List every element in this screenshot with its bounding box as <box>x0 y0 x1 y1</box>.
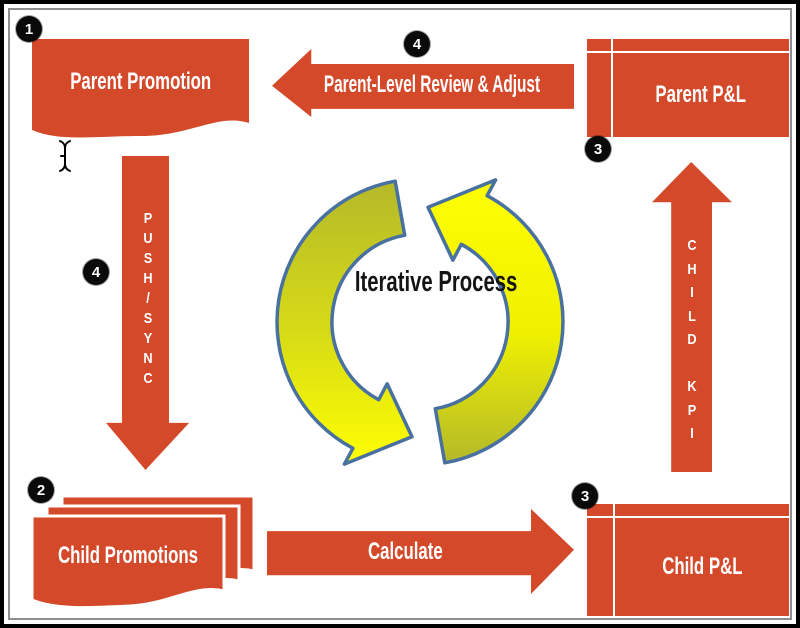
step-badge-2: 2 <box>28 477 54 503</box>
parent-promotion-shape <box>32 39 249 138</box>
child-kpi-label: C H I L D K P I <box>687 237 697 442</box>
cycle-arc-left <box>275 179 414 466</box>
step-badge-3-parent: 3 <box>585 136 611 162</box>
parent-pl-header-divider <box>587 51 789 53</box>
child-pl-node: Child P&L <box>587 504 789 616</box>
calculate-arrow: Calculate <box>267 509 574 594</box>
review-adjust-arrow: Parent-Level Review & Adjust <box>272 49 574 117</box>
text-cursor-ibeam-icon <box>59 140 71 172</box>
stacked-doc-front <box>32 514 226 610</box>
cycle-title: Iterative Process <box>334 265 538 298</box>
child-promotions-shape <box>32 494 256 610</box>
child-pl-column-divider <box>613 504 615 616</box>
child-promotions-node: Child Promotions <box>32 516 224 596</box>
push-sync-label: P U S H / S Y N C <box>143 210 153 387</box>
iterative-cycle-arrows <box>275 178 565 466</box>
child-promotions-label: Child Promotions <box>58 542 198 569</box>
parent-promotion-node: Parent Promotion <box>32 39 250 125</box>
review-adjust-label: Parent-Level Review & Adjust <box>323 71 540 98</box>
step-badge-3-child: 3 <box>572 483 598 509</box>
step-badge-1: 1 <box>16 16 42 42</box>
parent-promotion-label: Parent Promotion <box>70 68 212 95</box>
child-pl-label-wrap: Child P&L <box>615 518 789 616</box>
calculate-label: Calculate <box>368 537 443 565</box>
child-pl-header-divider <box>587 516 789 518</box>
parent-pl-label-wrap: Parent P&L <box>613 53 789 137</box>
child-kpi-arrow: C H I L D K P I <box>652 162 732 472</box>
step-badge-4-left: 4 <box>83 259 109 285</box>
parent-pl-label: Parent P&L <box>655 81 747 108</box>
child-pl-label: Child P&L <box>661 553 743 580</box>
parent-pl-node: Parent P&L <box>587 39 789 137</box>
step-badge-4-top: 4 <box>404 31 430 57</box>
cycle-arc-right <box>426 178 565 465</box>
push-sync-arrow: P U S H / S Y N C <box>106 156 190 470</box>
parent-pl-column-divider <box>611 39 613 137</box>
cycle-title-text: Iterative Process <box>354 265 518 298</box>
